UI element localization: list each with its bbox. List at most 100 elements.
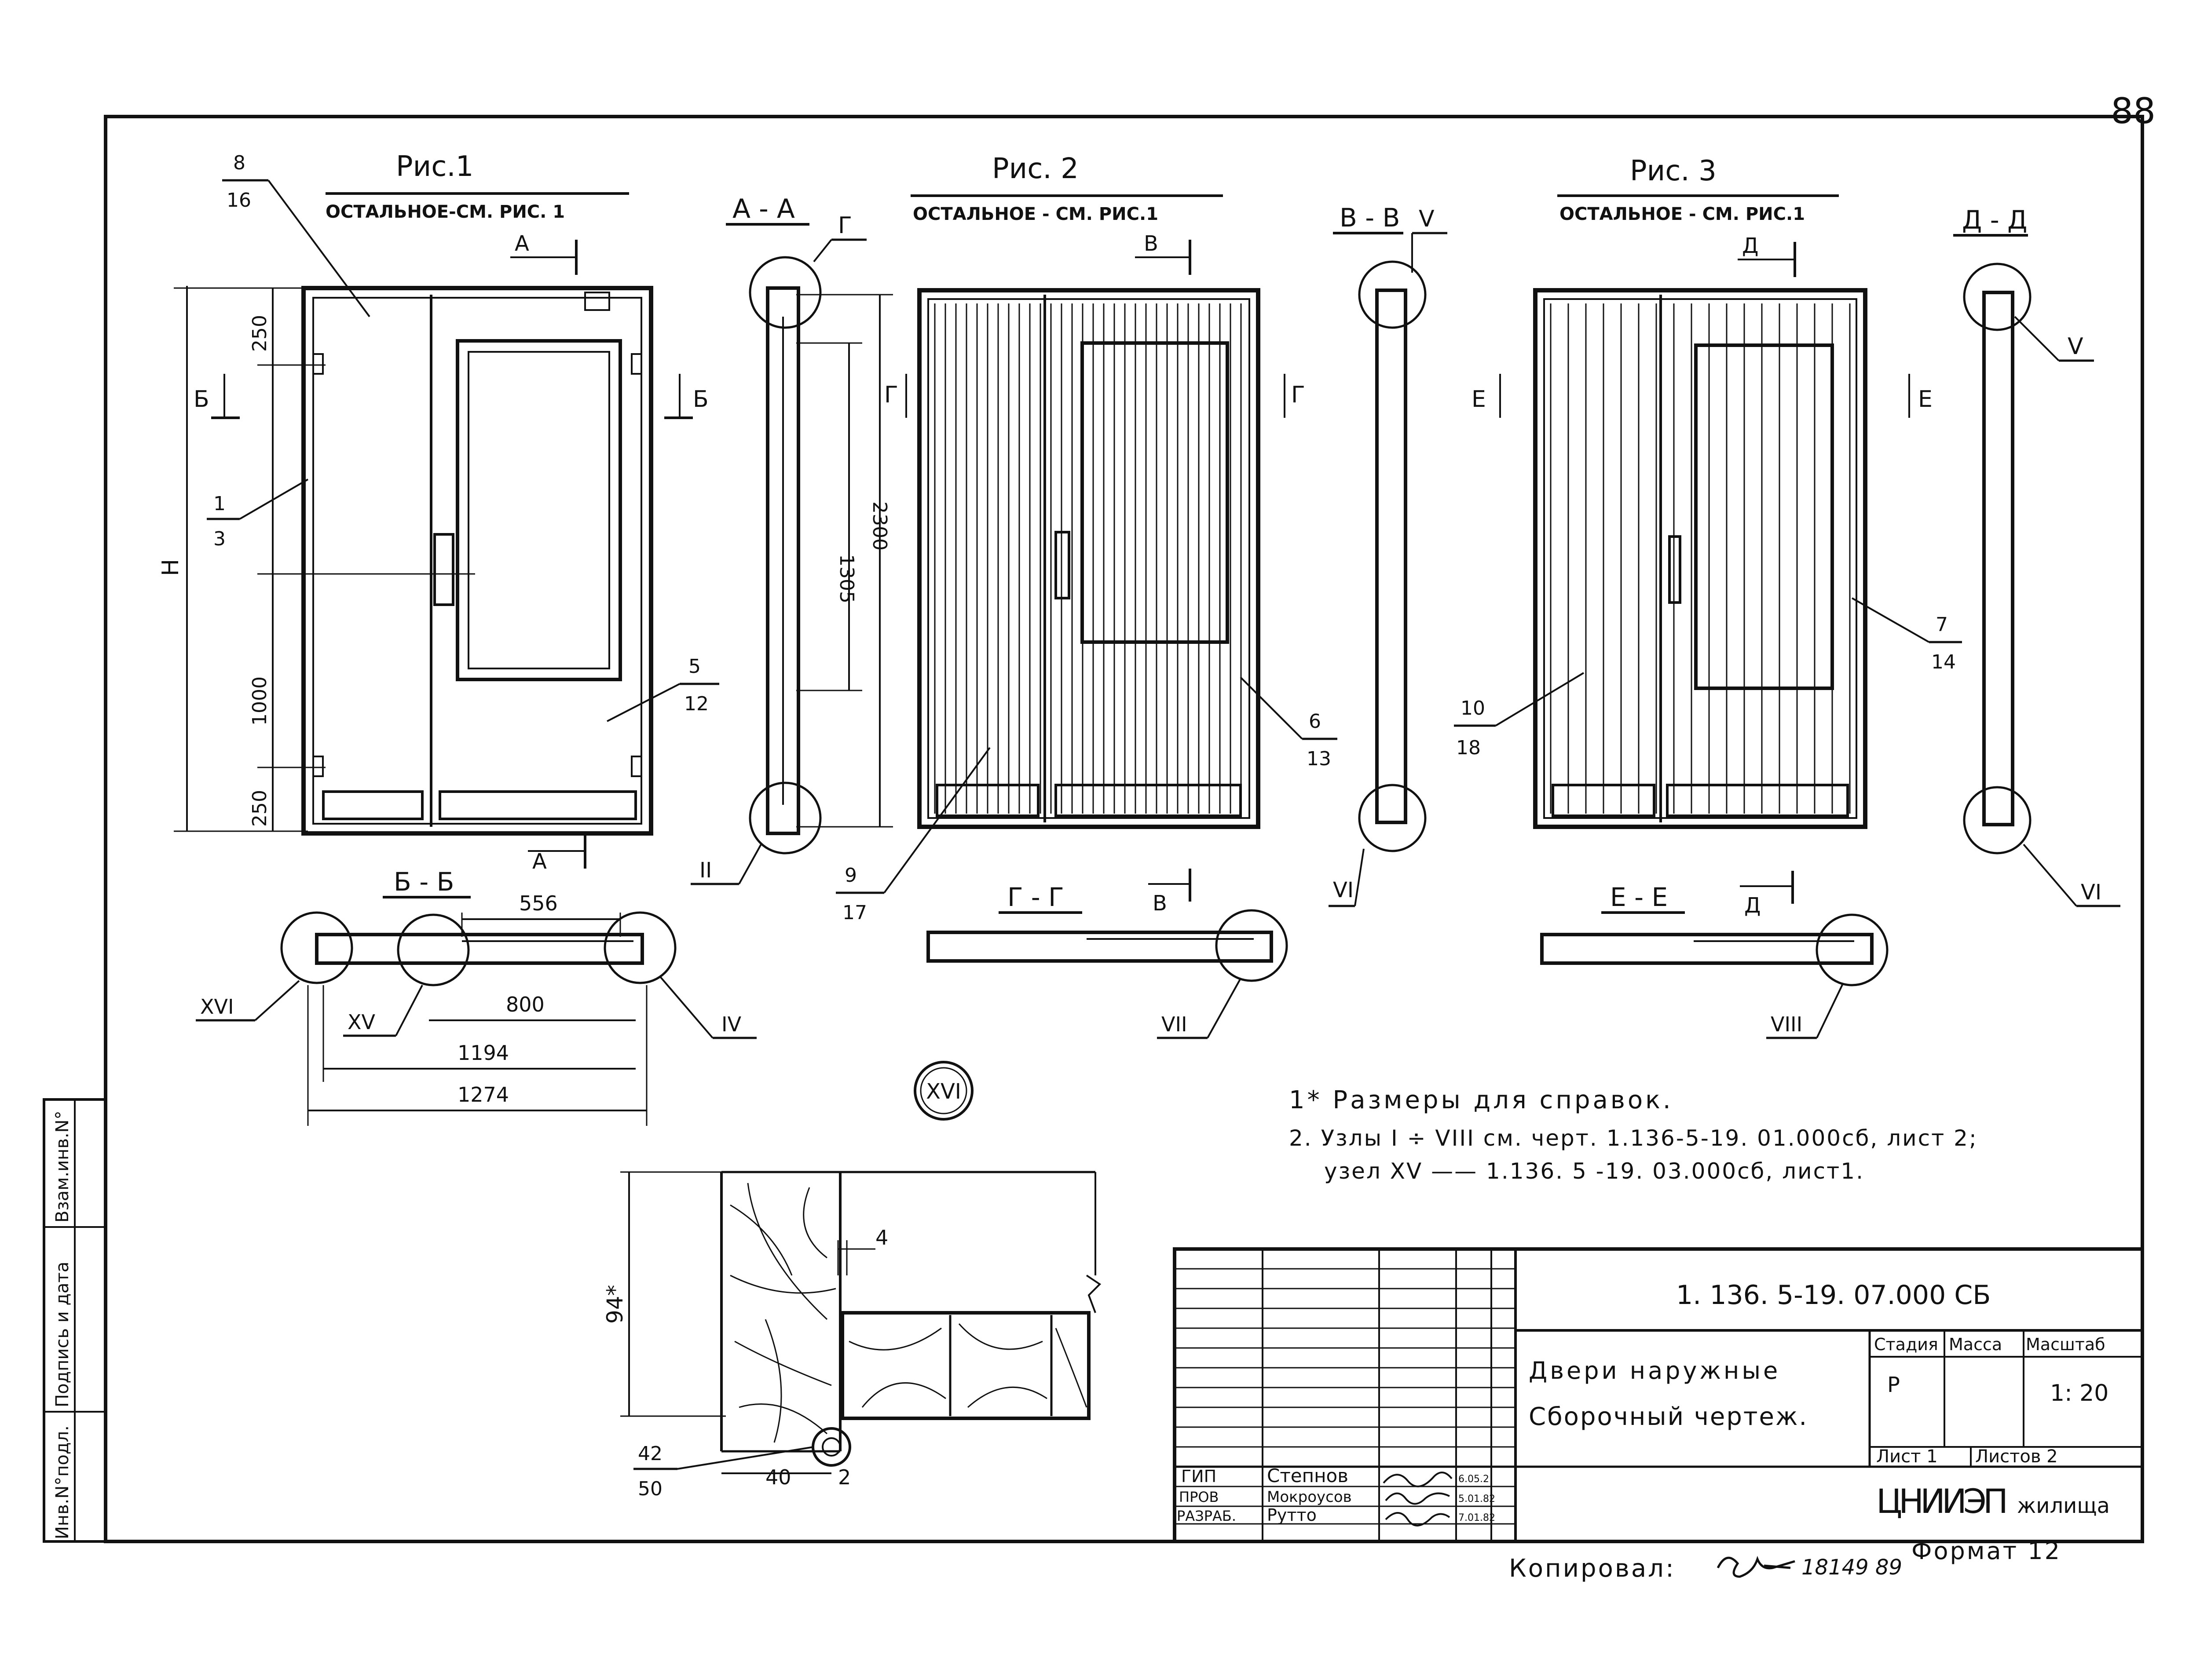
fig1-dim-250-bottom: 250 (249, 790, 271, 827)
section-gg-title: Г - Г (1007, 882, 1064, 912)
title-block-sheets: Листов 2 (1975, 1446, 2058, 1467)
fig2-marker-v: В (1144, 231, 1158, 256)
fig2-callout-9: 9 (845, 864, 857, 887)
title-block-sheet: Лист 1 (1876, 1446, 1938, 1467)
fig1-marker-a-top: А (515, 231, 529, 256)
fig3-marker-e-left: Е (1472, 386, 1486, 413)
node-detail-dim-2: 2 (838, 1465, 851, 1489)
fig1-marker-a-bottom: А (532, 849, 547, 874)
section-gg: Г - Г В VII (926, 869, 1288, 1039)
fig1-callout-16: 16 (227, 189, 251, 212)
section-bb-node-xv: XV (348, 1010, 376, 1034)
section-vv: В - В V VI (1329, 203, 1447, 907)
staff-name-2: Рутто (1267, 1505, 1317, 1525)
title-block: 1. 136. 5-19. 07.000 СБ Двери наружные С… (1173, 1247, 2144, 1543)
section-bb-dim-1274: 1274 (458, 1083, 509, 1107)
fig1-marker-b-right: Б (693, 386, 709, 413)
section-bb-title: Б - Б (394, 867, 454, 897)
note-3: узел XV —— 1.136. 5 -19. 03.000сб, лист1… (1324, 1158, 1864, 1184)
section-aa-node-bottom: II (699, 858, 712, 883)
staff-role-2: РАЗРАБ. (1177, 1508, 1236, 1524)
fig2-callout-13: 13 (1307, 748, 1331, 770)
section-bb-node-xvi: XVI (200, 995, 234, 1019)
fig1-note: ОСТАЛЬНОЕ-СМ. РИС. 1 (326, 202, 565, 222)
fig2-door-elevation: Рис. 2 ОСТАЛЬНОЕ - СМ. РИС.1 В Г Г 6 13 … (836, 153, 1337, 924)
section-aa: А - А Г II 1305 2300 (691, 194, 893, 885)
node-detail-dim-40: 40 (765, 1465, 791, 1489)
title-block-name-line2: Сборочный чертеж. (1529, 1402, 1808, 1431)
section-gg-marker: В (1153, 891, 1167, 916)
staff-name-0: Степнов (1267, 1465, 1348, 1486)
fig3-callout-7: 7 (1936, 614, 1948, 636)
fig1-door-elevation: Рис.1 ОСТАЛЬНОЕ-СМ. РИС. 1 8 16 Н (157, 150, 719, 874)
fig2-callout-6: 6 (1309, 710, 1321, 733)
general-notes: 1* Размеры для справок. 2. Узлы I ÷ VIII… (1289, 1086, 1977, 1184)
staff-signature-0 (1383, 1472, 1453, 1487)
title-block-head-scale: Масштаб (2026, 1335, 2105, 1354)
title-block-head-mass: Масса (1949, 1335, 2002, 1354)
section-ee-title: Е - Е (1610, 882, 1668, 912)
sheet-frame (104, 115, 2144, 1543)
copy-line: Копировал: 18149 89 Формат 12 (1509, 1537, 2061, 1583)
fig1-callout-8: 8 (233, 152, 245, 174)
fig2-board-hatch (934, 303, 1242, 814)
strip-inv-label: Инв.N°подл. (52, 1425, 73, 1539)
section-dd: Д - Д V VI (1953, 205, 2120, 907)
node-detail-callout-42: 42 (638, 1443, 663, 1465)
fig2-glass-panel (1080, 341, 1229, 644)
strip-replace-label: Взам.инв.N° (52, 1111, 73, 1223)
section-bb: Б - Б 556 800 1194 1274 XVI XV IV (196, 867, 757, 1126)
title-block-scale: 1: 20 (2050, 1380, 2108, 1406)
staff-signature-2 (1385, 1512, 1450, 1527)
node-detail-callout-50: 50 (638, 1478, 663, 1500)
fig3-board-hatch (1550, 303, 1851, 814)
fig3-marker-d: Д (1742, 234, 1759, 258)
title-block-org-logo: ЦНИИЭП (1876, 1482, 2008, 1521)
section-aa-dim-2300: 2300 (868, 501, 891, 551)
section-vv-node-bottom: VI (1333, 878, 1354, 902)
node-detail-dim-4: 4 (875, 1226, 888, 1249)
section-dd-node-bottom: VI (2081, 880, 2101, 905)
section-ee-marker: Д (1744, 893, 1761, 918)
fig1-callout-3: 3 (213, 528, 226, 550)
fig3-glass-panel (1694, 343, 1834, 690)
title-block-row-lines (1175, 1268, 2142, 1525)
fig3-note: ОСТАЛЬНОЕ - СМ. РИС.1 (1559, 204, 1805, 224)
section-dd-title: Д - Д (1962, 205, 2027, 235)
fig1-title: Рис.1 (396, 150, 473, 183)
fig3-callout-10: 10 (1461, 697, 1485, 719)
section-ee: Е - Е Д VIII (1540, 871, 1889, 1039)
fig1-callout-1: 1 (213, 493, 226, 515)
section-ee-node: VIII (1771, 1012, 1802, 1036)
fig2-title: Рис. 2 (992, 153, 1079, 185)
staff-name-1: Мокроусов (1267, 1488, 1352, 1506)
fig2-marker-g-left: Г (884, 382, 898, 408)
section-aa-dim-1305: 1305 (835, 554, 858, 603)
fig1-dim-h: Н (157, 559, 184, 576)
left-strip: Инв.N°подл. Подпись и дата Взам.инв.N° (43, 1098, 107, 1543)
section-gg-node: VII (1161, 1012, 1187, 1036)
format-label: Формат 12 (1911, 1537, 2061, 1565)
fig2-callout-17: 17 (842, 902, 867, 924)
title-block-stage: Р (1887, 1373, 1900, 1397)
section-aa-title: А - А (732, 194, 795, 224)
section-vv-node-top: V (1419, 206, 1435, 232)
fig1-marker-b-left: Б (194, 386, 209, 413)
fig1-dim-250-top: 250 (249, 315, 271, 352)
staff-date-0: 6.05.2 (1458, 1474, 1489, 1485)
staff-role-0: ГИП (1181, 1467, 1216, 1486)
title-block-org-suffix: жилища (2017, 1494, 2110, 1518)
copied-signature (1717, 1556, 1795, 1578)
fig1-callout-5: 5 (688, 655, 701, 678)
section-bb-dim-1194: 1194 (458, 1041, 509, 1065)
note-1: 1* Размеры для справок. (1289, 1086, 1673, 1114)
staff-date-1: 5.01.82 (1458, 1494, 1495, 1505)
fig3-marker-e-right: Е (1918, 386, 1933, 413)
node-detail-dim-94: 94* (602, 1285, 628, 1324)
section-aa-node-top: Г (838, 212, 852, 239)
fig1-callout-12: 12 (684, 693, 709, 715)
section-dd-node-top: V (2068, 333, 2083, 360)
staff-role-1: ПРОВ (1179, 1489, 1219, 1505)
page-number: 88 (2111, 91, 2156, 131)
